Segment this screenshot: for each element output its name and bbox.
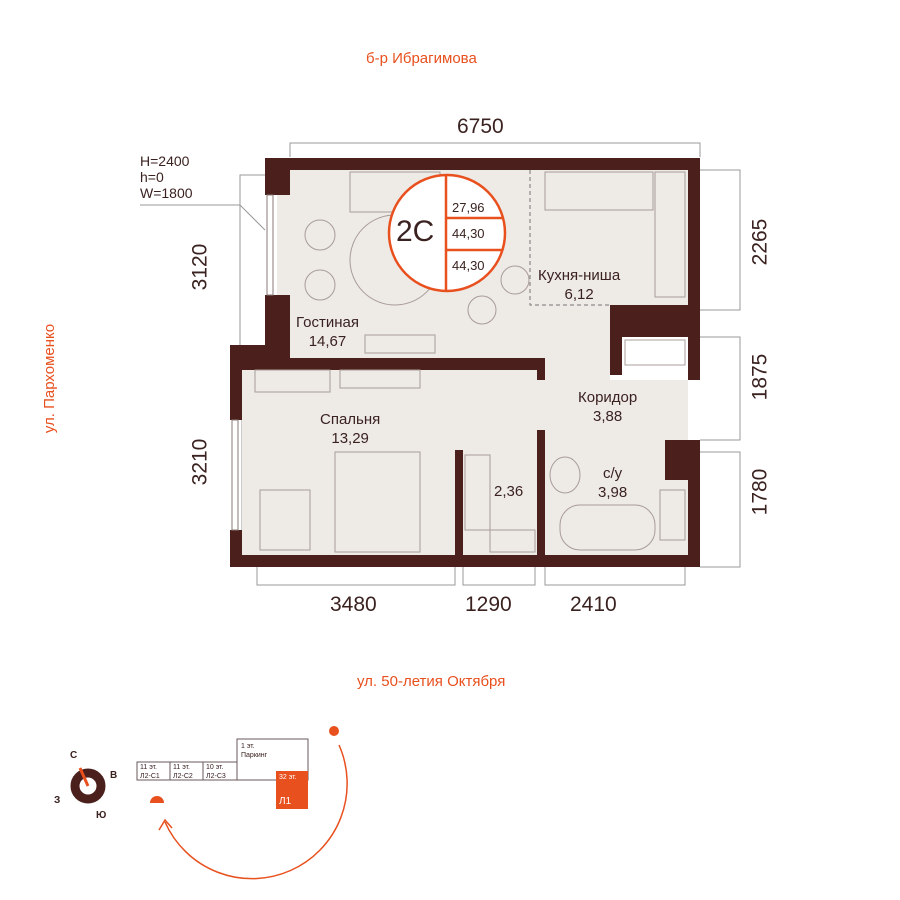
dim-bottom-left: 3480: [330, 593, 377, 616]
building-parking: 1 эт. Паркинг: [241, 742, 267, 760]
compass-east: В: [110, 770, 118, 781]
building-l2-c2: 11 эт. Л2-С2: [173, 763, 193, 781]
room-area: 3,88: [593, 408, 623, 425]
compass-west: З: [54, 795, 61, 806]
building-name: Л2-С3: [206, 773, 226, 780]
dim-top: 6750: [457, 115, 504, 138]
window-sill-height: h=0: [140, 169, 164, 185]
dim-bottom-middle: 1290: [465, 593, 512, 616]
building-floors: 11 эт.: [173, 764, 191, 771]
dim-right-middle: 1875: [748, 353, 772, 401]
dim-bottom-right: 2410: [570, 593, 617, 616]
walls: [230, 158, 700, 567]
dim-left-lower: 3210: [188, 438, 212, 486]
room-area: 3,98: [598, 484, 628, 501]
building-l2-c3: 10 эт. Л2-С3: [206, 763, 226, 781]
sunrise-icon: [150, 796, 164, 803]
compass-south: Ю: [96, 810, 107, 821]
building-floors: 10 эт.: [206, 764, 224, 771]
building-name: Паркинг: [241, 752, 268, 759]
room-area: 14,67: [308, 333, 347, 350]
room-bedroom: Спальня 13,29: [320, 410, 380, 448]
kitchen-niche-outline: [529, 170, 610, 306]
building-name: Л2-С2: [173, 773, 193, 780]
compass-north: С: [70, 750, 78, 761]
street-south: ул. 50-летия Октября: [357, 673, 506, 690]
room-name: Спальня: [320, 411, 381, 428]
room-area: 13,29: [331, 430, 369, 447]
dim-left-upper: 3120: [188, 243, 212, 291]
building-floors: 11 эт.: [140, 764, 158, 771]
street-west: ул. Пархоменко: [41, 323, 59, 434]
arrow-icon: [158, 818, 173, 831]
building-l1: 32 эт. Л1: [279, 773, 297, 807]
room-storage: 2,36: [494, 482, 523, 501]
compass: [70, 767, 106, 804]
building-floors: 1 эт.: [241, 743, 255, 750]
room-kitchen: Кухня-ниша 6,12: [538, 266, 620, 304]
sun-icon: [329, 726, 339, 736]
room-living: Гостиная 14,67: [296, 313, 359, 351]
room-corridor: Коридор 3,88: [578, 388, 637, 426]
window-width: W=1800: [140, 185, 193, 201]
room-name: с/у: [603, 465, 623, 482]
badge-total-area: 44,30: [452, 226, 485, 241]
room-area: 2,36: [494, 483, 524, 500]
room-name: Гостиная: [296, 314, 359, 331]
current-building: [276, 771, 308, 809]
building-floors: 32 эт.: [279, 774, 297, 781]
room-bathroom: с/у 3,98: [598, 464, 627, 502]
building-name: Л1: [279, 796, 292, 807]
apartment-type: 2С: [396, 215, 435, 248]
site-plan: [136, 738, 309, 781]
sun-path-arc: [164, 744, 348, 880]
street-north: б-р Ибрагимова: [366, 50, 477, 67]
building-l2-c1: 11 эт. Л2-С1: [140, 763, 160, 781]
dim-right-upper: 2265: [748, 218, 772, 266]
windows: [231, 194, 274, 531]
dim-right-lower: 1780: [748, 468, 772, 516]
room-name: Коридор: [578, 389, 638, 406]
badge-total-area-2: 44,30: [452, 258, 485, 273]
badge-living-area: 27,96: [452, 200, 485, 215]
window-height: H=2400: [140, 153, 190, 169]
room-name: Кухня-ниша: [538, 267, 621, 284]
room-area: 6,12: [564, 286, 594, 303]
apartment-badge: [387, 173, 507, 293]
building-name: Л2-С1: [140, 773, 160, 780]
